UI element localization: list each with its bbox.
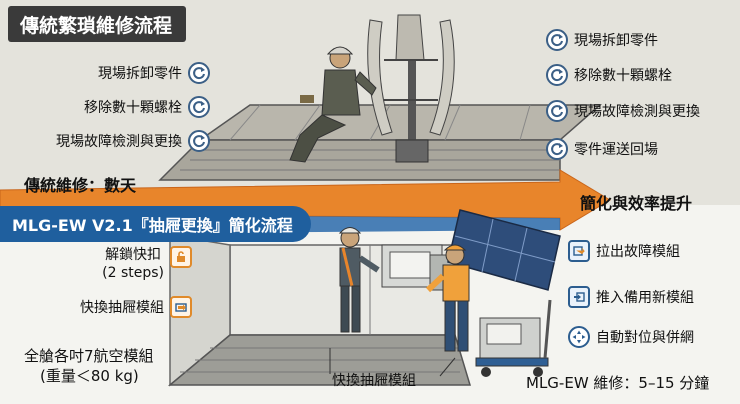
cycle-icon (546, 64, 568, 86)
modern-left-step-1: 解鎖快扣(2 steps) (102, 246, 192, 282)
unlock-icon (170, 246, 192, 268)
modern-right-step-1: 拉出故障模組 (568, 240, 680, 262)
modern-left-step-2: 快換抽屜模組 (80, 296, 192, 318)
push-in-icon (568, 286, 590, 308)
worker-bottom-left (338, 227, 380, 333)
cycle-icon (546, 138, 568, 160)
bottom-container (167, 234, 472, 387)
traditional-duration: 傳統維修：數天 (24, 176, 137, 195)
cycle-icon (188, 130, 210, 152)
modern-duration: MLG-EW 維修：5–15 分鐘 (526, 374, 710, 392)
top-container (158, 104, 602, 181)
trad-right-step-2: 移除數十顆螺栓 (546, 64, 672, 86)
modern-right-step-3: 自動對位與併網 (568, 326, 694, 348)
worker-top (289, 46, 377, 163)
solar-panel (447, 209, 561, 291)
drawer-module-label: 快換抽屜模組 (332, 373, 416, 389)
cycle-icon (188, 96, 210, 118)
cycle-icon (546, 100, 568, 122)
cart-module (475, 299, 552, 377)
wind-turbine (367, 14, 455, 163)
trad-left-step-2: 移除數十顆螺栓 (84, 96, 210, 118)
pull-out-icon (568, 240, 590, 262)
cycle-icon (188, 62, 210, 84)
modern-title: MLG-EW V2.1『抽屜更換』簡化流程 (0, 206, 311, 242)
trad-left-step-1: 現場拆卸零件 (98, 62, 210, 84)
drawer-swap-icon (170, 296, 192, 318)
trad-left-step-3: 現場故障檢測與更換 (56, 130, 210, 152)
trad-right-step-1: 現場拆卸零件 (546, 29, 658, 51)
arrow-label: 簡化與效率提升 (580, 194, 693, 213)
traditional-title: 傳統繁瑣維修流程 (8, 6, 187, 42)
pointer-line-2 (439, 357, 456, 377)
worker-bottom-right (425, 244, 470, 352)
trad-right-step-3: 現場故障檢測與更換 (546, 100, 700, 122)
auto-align-icon (568, 326, 590, 348)
cycle-icon (546, 29, 568, 51)
modern-left-step-3: 全艙各吋7航空模組(重量＜80 kg) (24, 347, 154, 385)
trad-right-step-4: 零件運送回場 (546, 138, 658, 160)
modern-right-step-2: 推入備用新模組 (568, 286, 694, 308)
